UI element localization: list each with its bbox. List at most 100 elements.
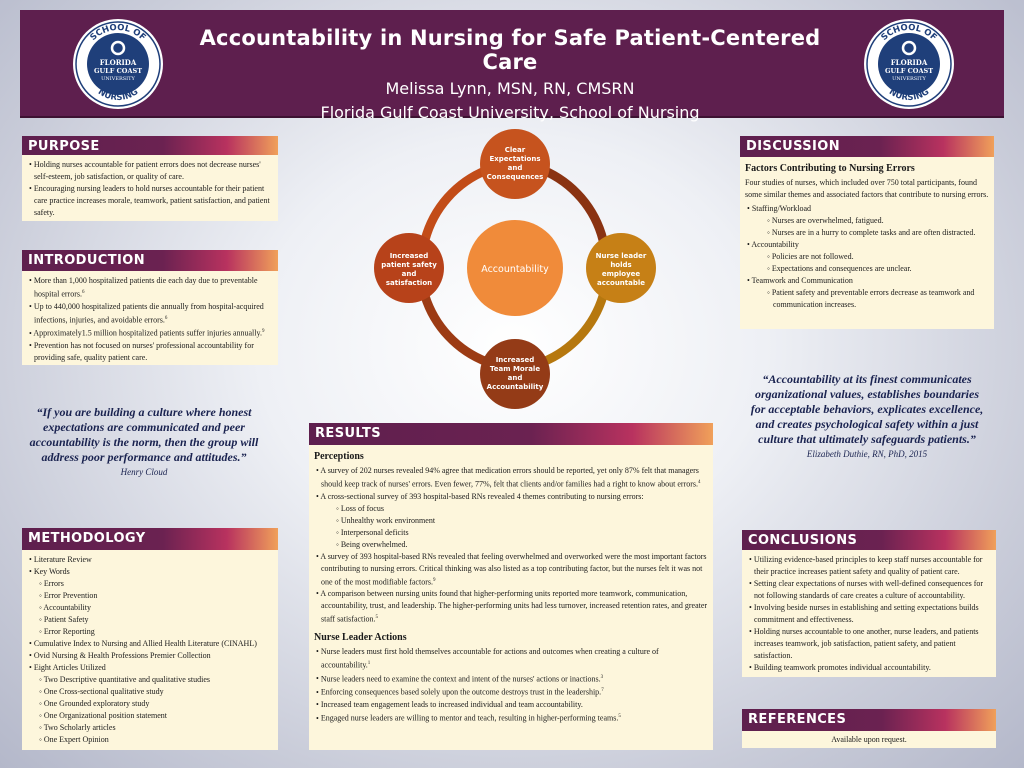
svg-text:Team Morale: Team Morale — [490, 365, 540, 373]
quote-right: “Accountability at its finest communicat… — [748, 372, 986, 460]
methodology-heading: METHODOLOGY — [22, 528, 278, 550]
methodology-panel: Literature ReviewKey WordsErrorsError Pr… — [22, 550, 278, 750]
poster-title: Accountability in Nursing for Safe Patie… — [199, 26, 821, 74]
methodology-item: Errors — [27, 578, 273, 590]
svg-text:accountable: accountable — [597, 279, 645, 287]
discussion-item: Policies are not followed. — [745, 251, 989, 263]
purpose-panel: Holding nurses accountable for patient e… — [22, 155, 278, 221]
purpose-item: Encouraging nursing leaders to hold nurs… — [27, 183, 273, 219]
svg-text:and: and — [508, 374, 523, 382]
svg-text:Accountability: Accountability — [487, 383, 544, 391]
svg-text:Nurse leader: Nurse leader — [596, 252, 647, 260]
methodology-item: One Organizational position statement — [27, 710, 273, 722]
svg-text:UNIVERSITY: UNIVERSITY — [101, 76, 135, 82]
conclusion-item: Utilizing evidence-based principles to k… — [747, 554, 991, 578]
discussion-item: Staffing/Workload — [745, 203, 989, 215]
poster-header: SCHOOL OF NURSING FLORIDA GULF COAST UNI… — [20, 10, 1004, 122]
svg-text:GULF COAST: GULF COAST — [94, 67, 142, 75]
svg-text:employee: employee — [602, 270, 641, 278]
svg-text:and: and — [508, 164, 523, 172]
discussion-item: Expectations and consequences are unclea… — [745, 263, 989, 275]
quote-left-author: Henry Cloud — [120, 467, 168, 477]
svg-text:FLORIDA: FLORIDA — [891, 58, 928, 67]
svg-text:UNIVERSITY: UNIVERSITY — [892, 76, 926, 82]
methodology-item: Literature Review — [27, 554, 273, 566]
school-logo-right: SCHOOL OF NURSING FLORIDA GULF COAST UNI… — [864, 19, 954, 109]
references-heading: REFERENCES — [742, 709, 996, 731]
arc-top-right — [541, 165, 608, 242]
quote-right-text: “Accountability at its finest communicat… — [750, 372, 984, 446]
node-left — [374, 233, 444, 303]
discussion-item: Nurses are in a hurry to complete tasks … — [745, 227, 989, 239]
discussion-heading: DISCUSSION — [740, 136, 994, 158]
node-right — [586, 233, 656, 303]
leader-action-item: Nurse leaders need to examine the contex… — [314, 672, 708, 686]
purpose-item: Holding nurses accountable for patient e… — [27, 159, 273, 183]
title-block: Accountability in Nursing for Safe Patie… — [170, 26, 850, 122]
conclusions-heading: CONCLUSIONS — [742, 530, 996, 552]
intro-item: Approximately1.5 million hospitalized pa… — [27, 326, 273, 340]
methodology-item: One Expert Opinion — [27, 734, 273, 746]
svg-text:and: and — [402, 270, 417, 278]
methodology-item: Two Scholarly articles — [27, 722, 273, 734]
discussion-subheading: Factors Contributing to Nursing Errors — [745, 163, 915, 174]
introduction-panel: More than 1,000 hospitalized patients di… — [22, 271, 278, 365]
perception-item: Unhealthy work environment — [314, 515, 708, 527]
center-circle — [467, 220, 563, 316]
quote-right-author: Elizabeth Duthie, RN, PhD, 2015 — [806, 449, 928, 459]
node-bottom — [480, 339, 550, 409]
methodology-item: Two Descriptive quantitative and qualita… — [27, 674, 273, 686]
poster-author: Melissa Lynn, MSN, RN, CMSRN — [385, 79, 635, 98]
svg-text:Expectations: Expectations — [490, 155, 541, 163]
svg-text:Increased: Increased — [390, 252, 429, 260]
svg-text:patient safety: patient safety — [381, 261, 437, 269]
perception-item: A survey of 393 hospital-based RNs revea… — [314, 551, 708, 589]
methodology-item: Key Words — [27, 566, 273, 578]
discussion-panel: Factors Contributing to Nursing Errors F… — [740, 157, 994, 329]
svg-text:Clear: Clear — [505, 146, 526, 154]
svg-text:NURSING: NURSING — [887, 87, 931, 103]
perception-item: Being overwhelmed. — [314, 539, 708, 551]
perception-item: A cross-sectional survey of 393 hospital… — [314, 491, 708, 503]
nurse-leader-heading: Nurse Leader Actions — [314, 631, 407, 643]
intro-item: Prevention has not focused on nurses' pr… — [27, 340, 273, 364]
methodology-item: One Cross-sectional qualitative study — [27, 686, 273, 698]
discussion-item: Teamwork and Communication — [745, 275, 989, 287]
perception-item: A survey of 202 nurses revealed 94% agre… — [314, 465, 708, 491]
purpose-heading: PURPOSE — [22, 136, 278, 158]
conclusion-item: Setting clear expectations of nurses wit… — [747, 578, 991, 602]
intro-item: More than 1,000 hospitalized patients di… — [27, 275, 273, 301]
methodology-item: Error Reporting — [27, 626, 273, 638]
school-logo-left: SCHOOL OF NURSING FLORIDA GULF COAST UNI… — [73, 19, 163, 109]
discussion-item: Patient safety and preventable errors de… — [745, 287, 989, 311]
perception-item: Loss of focus — [314, 503, 708, 515]
svg-text:satisfaction: satisfaction — [386, 279, 432, 287]
methodology-item: Patient Safety — [27, 614, 273, 626]
arc-left-top — [420, 165, 489, 242]
quote-left-text: “If you are building a culture where hon… — [29, 405, 259, 464]
leader-action-item: Nurse leaders must first hold themselves… — [314, 646, 708, 672]
arc-bottom-left — [420, 294, 489, 367]
discussion-intro: Four studies of nurses, which included o… — [745, 178, 989, 199]
conclusions-panel: Utilizing evidence-based principles to k… — [742, 550, 996, 677]
introduction-heading: INTRODUCTION — [22, 250, 278, 272]
svg-text:GULF COAST: GULF COAST — [885, 67, 933, 75]
node-top — [480, 129, 550, 199]
perception-item: A comparison between nursing units found… — [314, 588, 708, 626]
discussion-item: Nurses are overwhelmed, fatigued. — [745, 215, 989, 227]
arc-right-bottom — [541, 294, 608, 367]
svg-text:Consequences: Consequences — [487, 173, 544, 181]
methodology-item: Error Prevention — [27, 590, 273, 602]
discussion-item: Accountability — [745, 239, 989, 251]
center-label: Accountability — [481, 264, 549, 275]
references-panel: Available upon request. — [742, 731, 996, 748]
poster-institution: Florida Gulf Coast University, School of… — [320, 103, 700, 122]
conclusion-item: Involving beside nurses in establishing … — [747, 602, 991, 626]
conclusion-item: Holding nurses accountable to one anothe… — [747, 626, 991, 662]
svg-text:holds: holds — [610, 261, 631, 269]
intro-item: Up to 440,000 hospitalized patients die … — [27, 301, 273, 327]
methodology-item: Cumulative Index to Nursing and Allied H… — [27, 638, 273, 650]
svg-text:Increased: Increased — [496, 356, 535, 364]
perception-item: Interpersonal deficits — [314, 527, 708, 539]
svg-text:FLORIDA: FLORIDA — [100, 58, 137, 67]
